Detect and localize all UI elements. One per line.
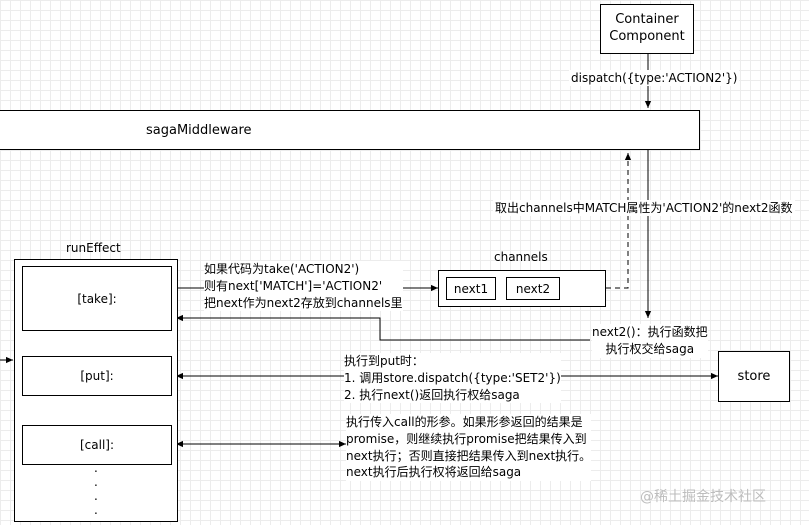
put-description: 执行到put时： 1. 调用store.dispatch({type:'SET2… <box>344 353 561 404</box>
store-node: store <box>718 351 790 402</box>
channel-next1: next1 <box>446 277 496 300</box>
container-component-node: Container Component <box>600 4 694 54</box>
call-description-line: next执行；否则直接把结果传入到next执行。 <box>346 448 592 463</box>
ellipsis-dot: . <box>94 475 98 489</box>
call-slot-label: [call]: <box>79 438 115 452</box>
channels-title: channels <box>494 250 548 264</box>
saga-middleware-label: sagaMiddleware <box>146 122 252 138</box>
dispatch-label: dispatch({type:'ACTION2'}) <box>569 70 740 87</box>
call-description-line: next执行后执行权将返回给saga <box>346 465 522 480</box>
channels-match-label: 取出channels中MATCH属性为'ACTION2'的next2函数 <box>493 200 795 217</box>
channel-next2-label: next2 <box>515 281 551 296</box>
watermark: @稀土掘金技术社区 <box>640 489 766 505</box>
channels-match-dashed <box>606 153 632 289</box>
saga-middleware-node: sagaMiddleware <box>0 110 700 150</box>
call-description-line: promise，则继续执行promise把结果传入到 <box>346 431 587 446</box>
run-effect-title: runEffect <box>66 241 121 255</box>
take-description-line: 则有next['MATCH']='ACTION2' <box>204 278 383 293</box>
put-slot-label: [put]: <box>80 369 114 383</box>
take-slot-label: [take]: <box>77 291 117 306</box>
next2-call-label-line: next2()：执行函数把 <box>592 325 708 339</box>
container-label-line-1: Container <box>615 12 679 28</box>
call-description-line: 执行传入call的形参。如果形参返回的结果是 <box>346 415 583 429</box>
next2-call-label-line: 执行权交给saga <box>605 341 695 356</box>
channel-next1-label: next1 <box>453 281 489 296</box>
put-description-line: 1. 调用store.dispatch({type:'SET2'}) <box>344 370 561 385</box>
ellipsis-dot: . <box>94 461 98 475</box>
store-label: store <box>737 369 771 384</box>
return-to-take-arrow <box>176 314 590 341</box>
ellipsis-dot: . <box>94 489 98 503</box>
container-label-line-2: Component <box>609 29 685 44</box>
channel-next2: next2 <box>506 277 560 300</box>
take-description-line: 把next作为next2存放到channels里 <box>204 295 403 310</box>
put-slot: [put]: <box>22 356 172 396</box>
call-description: 执行传入call的形参。如果形参返回的结果是 promise，则继续执行prom… <box>346 414 592 482</box>
next2-call-label: next2()：执行函数把 执行权交给saga <box>592 324 708 358</box>
take-description: 如果代码为take('ACTION2') 则有next['MATCH']='AC… <box>204 261 403 312</box>
ellipsis-dot: . <box>94 503 98 517</box>
take-slot: [take]: <box>22 266 172 331</box>
call-slot: [call]: <box>22 425 172 465</box>
put-description-line: 2. 执行next()返回执行权给saga <box>344 387 520 402</box>
put-description-line: 执行到put时： <box>344 354 424 368</box>
take-description-line: 如果代码为take('ACTION2') <box>204 262 360 276</box>
